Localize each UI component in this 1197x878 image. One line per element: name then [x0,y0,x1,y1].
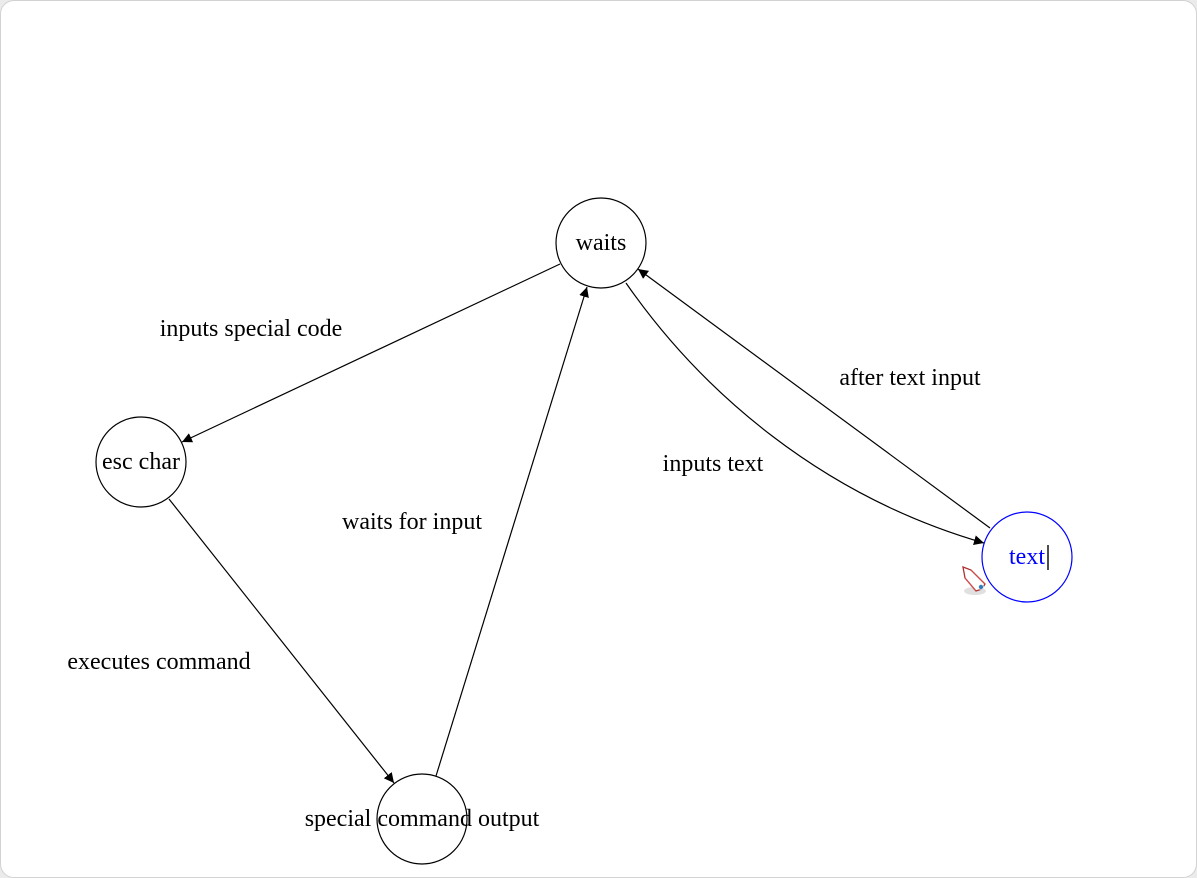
state-node-text[interactable]: text [981,511,1073,603]
state-node-waits[interactable]: waits [555,197,647,289]
edge-line[interactable] [637,268,991,529]
state-label-editing[interactable]: text [1009,544,1045,570]
edge-line[interactable] [435,286,589,777]
edge-esc-char-to-special-command-output[interactable]: executes command [67,498,395,784]
edge-label[interactable]: after text input [839,365,981,391]
edge-line[interactable] [181,263,561,443]
state-circle[interactable] [555,197,647,289]
edge-special-command-output-to-waits[interactable]: waits for input [342,286,589,777]
state-label: esc char [102,449,180,475]
edge-label[interactable]: waits for input [342,509,482,535]
state-node-esc-char[interactable]: esc char [95,416,187,508]
state-circle[interactable] [376,773,468,865]
state-label: waits [576,230,627,256]
state-node-special-command-output[interactable]: special command output [305,773,540,865]
state-label: special command output [305,806,540,832]
edge-label[interactable]: inputs special code [160,316,343,342]
edge-curve[interactable] [625,282,985,546]
pen-cursor-icon [962,565,986,595]
state-circle[interactable] [95,416,187,508]
state-circle-selected[interactable] [981,511,1073,603]
edge-line[interactable] [168,498,395,784]
edge-waits-to-esc-char[interactable]: inputs special code [160,263,561,443]
edge-label[interactable]: inputs text [663,451,764,477]
edge-text-to-waits[interactable]: after text input [637,268,991,529]
edge-waits-to-text[interactable]: inputs text [625,282,985,546]
edge-label[interactable]: executes command [67,649,250,675]
